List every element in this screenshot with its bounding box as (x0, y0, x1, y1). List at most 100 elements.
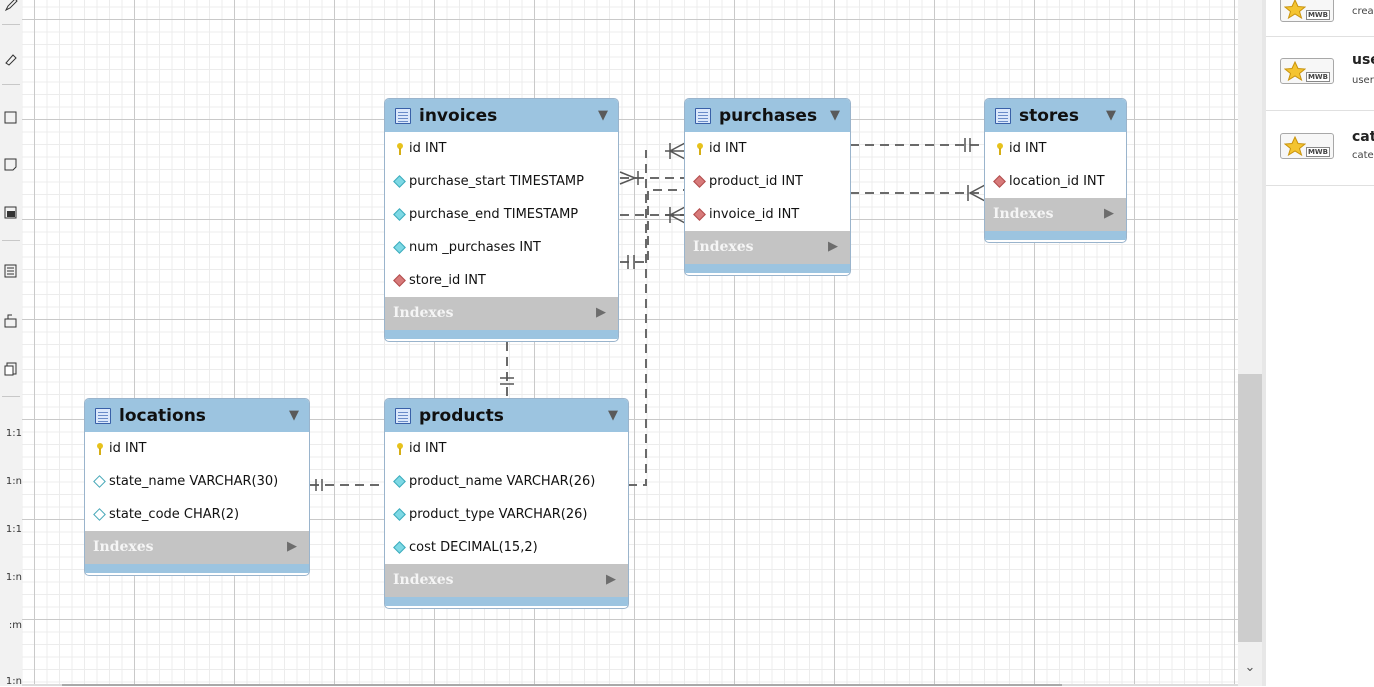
rel-1-n-existing-tool[interactable]: 1:n (5, 676, 22, 687)
image-icon[interactable] (0, 198, 22, 228)
indexes-section[interactable]: Indexes ▶ (385, 297, 618, 330)
table-header[interactable]: purchases ▼ (685, 99, 850, 132)
column-row[interactable]: location_id INT (985, 165, 1126, 198)
table-icon[interactable] (0, 256, 22, 286)
foreign-key-icon (391, 274, 407, 287)
table-icon (395, 107, 411, 124)
table-header[interactable]: invoices ▼ (385, 99, 618, 132)
column-row[interactable]: purchase_end TIMESTAMP (385, 198, 618, 231)
table-header[interactable]: locations ▼ (85, 399, 309, 432)
toolbar-divider (2, 396, 20, 397)
column-row[interactable]: product_type VARCHAR(26) (385, 498, 628, 531)
not-null-column-icon (391, 241, 407, 254)
rel-1-1-id-tool[interactable]: 1:1 (5, 524, 22, 535)
collapse-arrow-icon[interactable]: ▼ (1106, 108, 1116, 123)
indexes-label: Indexes (93, 539, 154, 555)
column-row[interactable]: id INT (385, 132, 618, 165)
horizontal-scrollbar[interactable] (22, 684, 1238, 686)
rel-1-1-nonid-tool[interactable]: 1:1 (5, 428, 22, 439)
column-row[interactable]: id INT (985, 132, 1126, 165)
column-label: invoice_id INT (709, 207, 800, 222)
rel-n-m-tool[interactable]: :m (8, 620, 22, 631)
column-label: product_id INT (709, 174, 803, 189)
table-name: products (419, 405, 504, 426)
column-label: id INT (709, 141, 747, 156)
table-products[interactable]: products ▼ id INT product_name VARCHAR(2… (384, 398, 629, 609)
column-label: id INT (109, 441, 147, 456)
foreign-key-icon (691, 175, 707, 188)
column-row[interactable]: id INT (85, 432, 309, 465)
mwb-badge: MWB (1305, 72, 1330, 82)
model-item[interactable]: MWB use user (1266, 36, 1374, 111)
column-row[interactable]: num _purchases INT (385, 231, 618, 264)
column-row[interactable]: product_name VARCHAR(26) (385, 465, 628, 498)
not-null-column-icon (391, 175, 407, 188)
table-locations[interactable]: locations ▼ id INT state_name VARCHAR(30… (84, 398, 310, 576)
column-label: purchase_start TIMESTAMP (409, 174, 584, 189)
not-null-column-icon (391, 541, 407, 554)
note-icon[interactable] (0, 150, 22, 180)
column-row[interactable]: id INT (685, 132, 850, 165)
diagram-toolbar: 1:1 1:n 1:1 1:n :m 1:n (0, 0, 22, 687)
collapse-arrow-icon[interactable]: ▼ (598, 108, 608, 123)
table-purchases[interactable]: purchases ▼ id INT product_id INT invoic… (684, 98, 851, 276)
column-label: purchase_end TIMESTAMP (409, 207, 579, 222)
table-name: invoices (419, 105, 498, 126)
model-item[interactable]: MWB crea (1266, 0, 1374, 37)
expand-arrow-icon[interactable]: ▶ (596, 305, 606, 320)
eraser-icon[interactable] (0, 44, 22, 74)
expand-arrow-icon[interactable]: ▶ (1104, 206, 1114, 221)
indexes-section[interactable]: Indexes▶ (385, 564, 628, 597)
vertical-scroll-thumb[interactable] (1238, 374, 1262, 642)
table-footer (385, 597, 628, 606)
column-row[interactable]: state_name VARCHAR(30) (85, 465, 309, 498)
collapse-arrow-icon[interactable]: ▼ (608, 408, 618, 423)
table-footer (385, 330, 618, 339)
column-row[interactable]: store_id INT (385, 264, 618, 297)
routine-group-icon[interactable] (0, 354, 22, 384)
column-row[interactable]: invoice_id INT (685, 198, 850, 231)
column-row[interactable]: cost DECIMAL(15,2) (385, 531, 628, 564)
column-label: store_id INT (409, 273, 486, 288)
mwb-file-icon: MWB (1280, 133, 1334, 159)
expand-arrow-icon[interactable]: ▶ (828, 239, 838, 254)
indexes-section[interactable]: Indexes▶ (685, 231, 850, 264)
column-row[interactable]: state_code CHAR(2) (85, 498, 309, 531)
table-name: locations (119, 405, 206, 426)
column-label: num _purchases INT (409, 240, 541, 255)
table-header[interactable]: products ▼ (385, 399, 628, 432)
column-label: id INT (1009, 141, 1047, 156)
scroll-down-chevron-icon[interactable]: ⌄ (1244, 660, 1256, 675)
column-label: id INT (409, 141, 447, 156)
indexes-section[interactable]: Indexes ▶ (85, 531, 309, 564)
indexes-section[interactable]: Indexes ▶ (985, 198, 1126, 231)
indexes-label: Indexes (993, 206, 1054, 222)
mwb-badge: MWB (1305, 147, 1330, 157)
view-icon[interactable] (0, 306, 22, 336)
collapse-arrow-icon[interactable]: ▼ (830, 108, 840, 123)
column-row[interactable]: product_id INT (685, 165, 850, 198)
primary-key-icon (391, 142, 407, 155)
layer-icon[interactable] (0, 102, 22, 132)
not-null-column-icon (391, 208, 407, 221)
table-stores[interactable]: stores ▼ id INT location_id INT Indexes ▶ (984, 98, 1127, 243)
table-footer (985, 231, 1126, 240)
mwb-file-icon: MWB (1280, 0, 1334, 22)
indexes-label: Indexes (393, 305, 454, 321)
rel-1-n-nonid-tool[interactable]: 1:n (5, 476, 22, 487)
rel-1-n-id-tool[interactable]: 1:n (5, 572, 22, 583)
horizontal-scroll-thumb[interactable] (62, 684, 1062, 686)
column-row[interactable]: id INT (385, 432, 628, 465)
table-header[interactable]: stores ▼ (985, 99, 1126, 132)
vertical-scrollbar[interactable]: ⌄ (1238, 0, 1262, 686)
expand-arrow-icon[interactable]: ▶ (287, 539, 297, 554)
table-icon (95, 407, 111, 424)
column-row[interactable]: purchase_start TIMESTAMP (385, 165, 618, 198)
table-invoices[interactable]: invoices ▼ id INT purchase_start TIMESTA… (384, 98, 619, 342)
pencil-icon[interactable] (0, 0, 22, 20)
expand-arrow-icon[interactable]: ▶ (606, 572, 616, 587)
model-item[interactable]: MWB cat cate (1266, 111, 1374, 186)
collapse-arrow-icon[interactable]: ▼ (289, 408, 299, 423)
primary-key-icon (391, 442, 407, 455)
toolbar-divider (2, 240, 20, 241)
